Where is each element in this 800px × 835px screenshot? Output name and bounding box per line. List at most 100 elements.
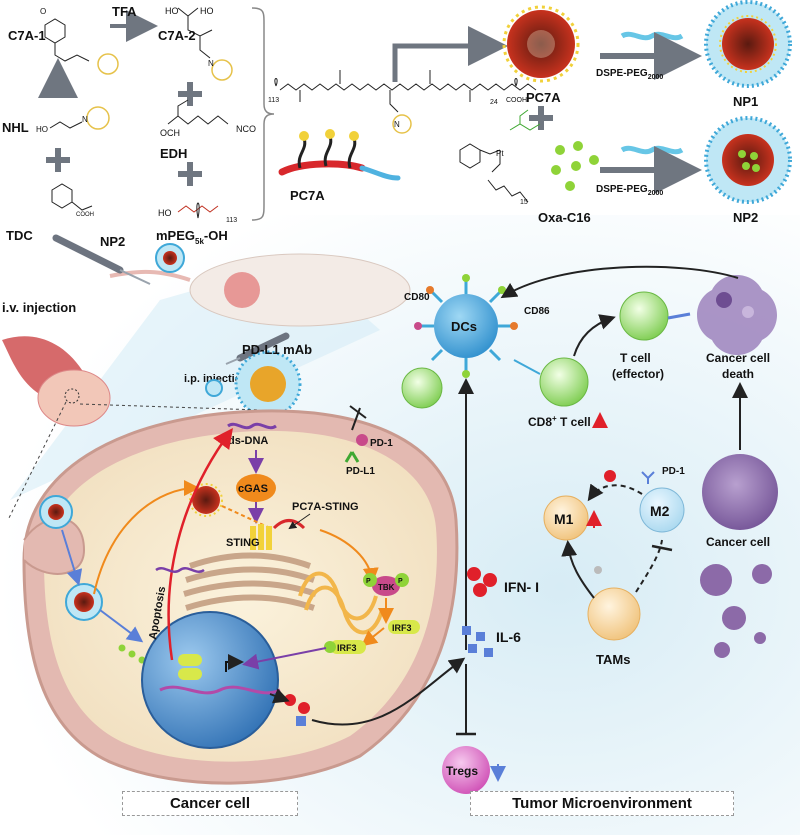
- m2-label: M2: [650, 503, 670, 519]
- tregs-cell: [442, 746, 490, 794]
- pdl1-label: PD-L1: [346, 466, 375, 477]
- nhl-nitrogen: N: [82, 115, 88, 124]
- c7a2-structure: [177, 7, 233, 81]
- pc7a-nitrogen: N: [394, 120, 400, 129]
- tbk-complex: [363, 573, 409, 596]
- pc7a-cytoplasm-np-shell: [189, 483, 223, 517]
- nuclear-pirf3-1: [178, 654, 202, 666]
- c7a2-label: C7A-2: [158, 28, 196, 43]
- tbk-label: TBK: [378, 583, 395, 592]
- oxa-pt: Pt: [496, 149, 504, 158]
- tams-small-sphere: [594, 566, 602, 574]
- mouse-injection: NP2 i.v. injection i.p. injection PD-L1 …: [2, 234, 411, 500]
- pc7a-polymer-label: PC7A: [290, 188, 325, 203]
- tbk-p-left: P: [366, 578, 371, 585]
- effector-label-2: (effector): [612, 367, 664, 381]
- pirf3-node: [330, 640, 366, 654]
- cancer-cell-panel: ds-DNA cGAS STING PC7A-STING TBK P: [2, 336, 459, 785]
- cd8-label: CD8+ T cell: [528, 414, 591, 429]
- np1-label: NP1: [733, 94, 758, 109]
- irf3-node: [388, 620, 420, 634]
- pirf3-p: [324, 641, 336, 653]
- c7a1-structure: [44, 18, 119, 75]
- oxa-released-dots: [118, 644, 146, 664]
- pd1-block: [349, 405, 367, 419]
- edh-label: EDH: [160, 146, 187, 161]
- sting-complex: [250, 519, 306, 550]
- edh-nco: NCO: [236, 124, 256, 134]
- np1-nanoparticle: [704, 0, 792, 88]
- oxa-c16-label: Oxa-C16: [538, 210, 591, 225]
- dspe-label-2: DSPE-PEG2000: [596, 184, 663, 197]
- pc7a-np-label: PC7A: [526, 90, 561, 105]
- m2-pd1-label: PD-1: [662, 466, 685, 477]
- cell-to-tme-arrow: [311, 657, 466, 726]
- oxa-15: 15: [520, 199, 528, 206]
- np2-endosome-core: [74, 592, 94, 612]
- cgas-node: [236, 474, 276, 502]
- pc7a-nanoparticle: [502, 5, 580, 83]
- tams-cell: [587, 587, 641, 641]
- tme-panel: DCs CD80 CD86 CD8+ T cell T cell (effect…: [311, 265, 778, 794]
- zoom-circle: [64, 388, 80, 404]
- ip-injection-label: i.p. injection: [184, 373, 248, 385]
- dcs-label: DCs: [451, 319, 477, 334]
- transcription-arrow: [225, 654, 244, 672]
- tdc-label: TDC: [6, 228, 33, 243]
- cancer-cell-label: Cancer cell: [706, 535, 770, 549]
- ds-dna-top: [227, 422, 277, 430]
- secreted-ifn-2: [298, 702, 310, 714]
- edh-och: OCH: [160, 128, 180, 138]
- pc7a-24: 24: [490, 99, 498, 106]
- nuclear-dna: [159, 685, 281, 695]
- mouse-tail: [109, 269, 191, 282]
- panel-label-tme: Tumor Microenvironment: [470, 791, 734, 816]
- pdl1-mab-core: [250, 366, 286, 402]
- iv-injection-label: i.v. injection: [2, 300, 76, 315]
- c7a1-oxygen: O: [40, 7, 46, 16]
- np2-label: NP2: [733, 210, 758, 225]
- np2-injection-label: NP2: [100, 234, 125, 249]
- m2-macrophage: [639, 487, 685, 533]
- effector-label-1: T cell: [620, 351, 651, 365]
- np2-nanoparticle: [704, 116, 792, 204]
- sting-label: STING: [226, 537, 260, 549]
- tams-to-m2-dashed: [635, 539, 663, 593]
- cgas-label: cGAS: [238, 483, 268, 495]
- secreted-il6: [296, 716, 306, 726]
- tams-m2-inhibit-bar: [651, 544, 673, 552]
- irf3-label: IRF3: [392, 623, 412, 633]
- dspe-peg-1-lipid: [620, 31, 684, 41]
- dc-cd8-link: [513, 359, 541, 375]
- cytosolic-dna: [155, 567, 205, 573]
- tdc-structure: [51, 183, 93, 211]
- iv-syringe: [52, 234, 151, 285]
- plus-edh-mpeg: [178, 162, 202, 186]
- death-label-2: death: [722, 367, 754, 381]
- plus-c7a2-edh: [178, 82, 202, 106]
- pd1-receptor: [356, 434, 368, 446]
- cancer-cell-debris: [700, 564, 772, 658]
- ifn-label: IFN- I: [504, 579, 539, 595]
- cancer-cell-large: [702, 454, 778, 530]
- mouse-body: [189, 253, 411, 327]
- dspe-label-1: DSPE-PEG2000: [596, 68, 663, 81]
- nucleus: [141, 611, 279, 749]
- reactant-brace: [251, 7, 275, 221]
- edh-structure: [167, 99, 229, 125]
- secretion-arrow: [269, 688, 290, 704]
- tams-to-m1-arrow: [561, 540, 595, 599]
- c7a2-ho-left: HO: [165, 6, 179, 16]
- release-arrow: [99, 609, 144, 643]
- oxa-c16-structure: [459, 109, 541, 203]
- ip-syringe: [225, 332, 290, 365]
- ip-np-icon: [205, 379, 223, 397]
- to-pc7a-np-arrow: [392, 26, 508, 82]
- mpeg-label: mPEG5k-OH: [156, 228, 228, 246]
- cd8-tcell: [539, 357, 589, 407]
- tumor-site: [224, 272, 260, 308]
- cd8-to-effector-arrow: [573, 314, 616, 357]
- chemistry-synthesis: C7A-1 O TFA HO HO N C7A-2 NHL HO N: [2, 0, 792, 246]
- nuclear-pirf3-2: [178, 668, 202, 680]
- m2-m1-ifn: [604, 470, 616, 482]
